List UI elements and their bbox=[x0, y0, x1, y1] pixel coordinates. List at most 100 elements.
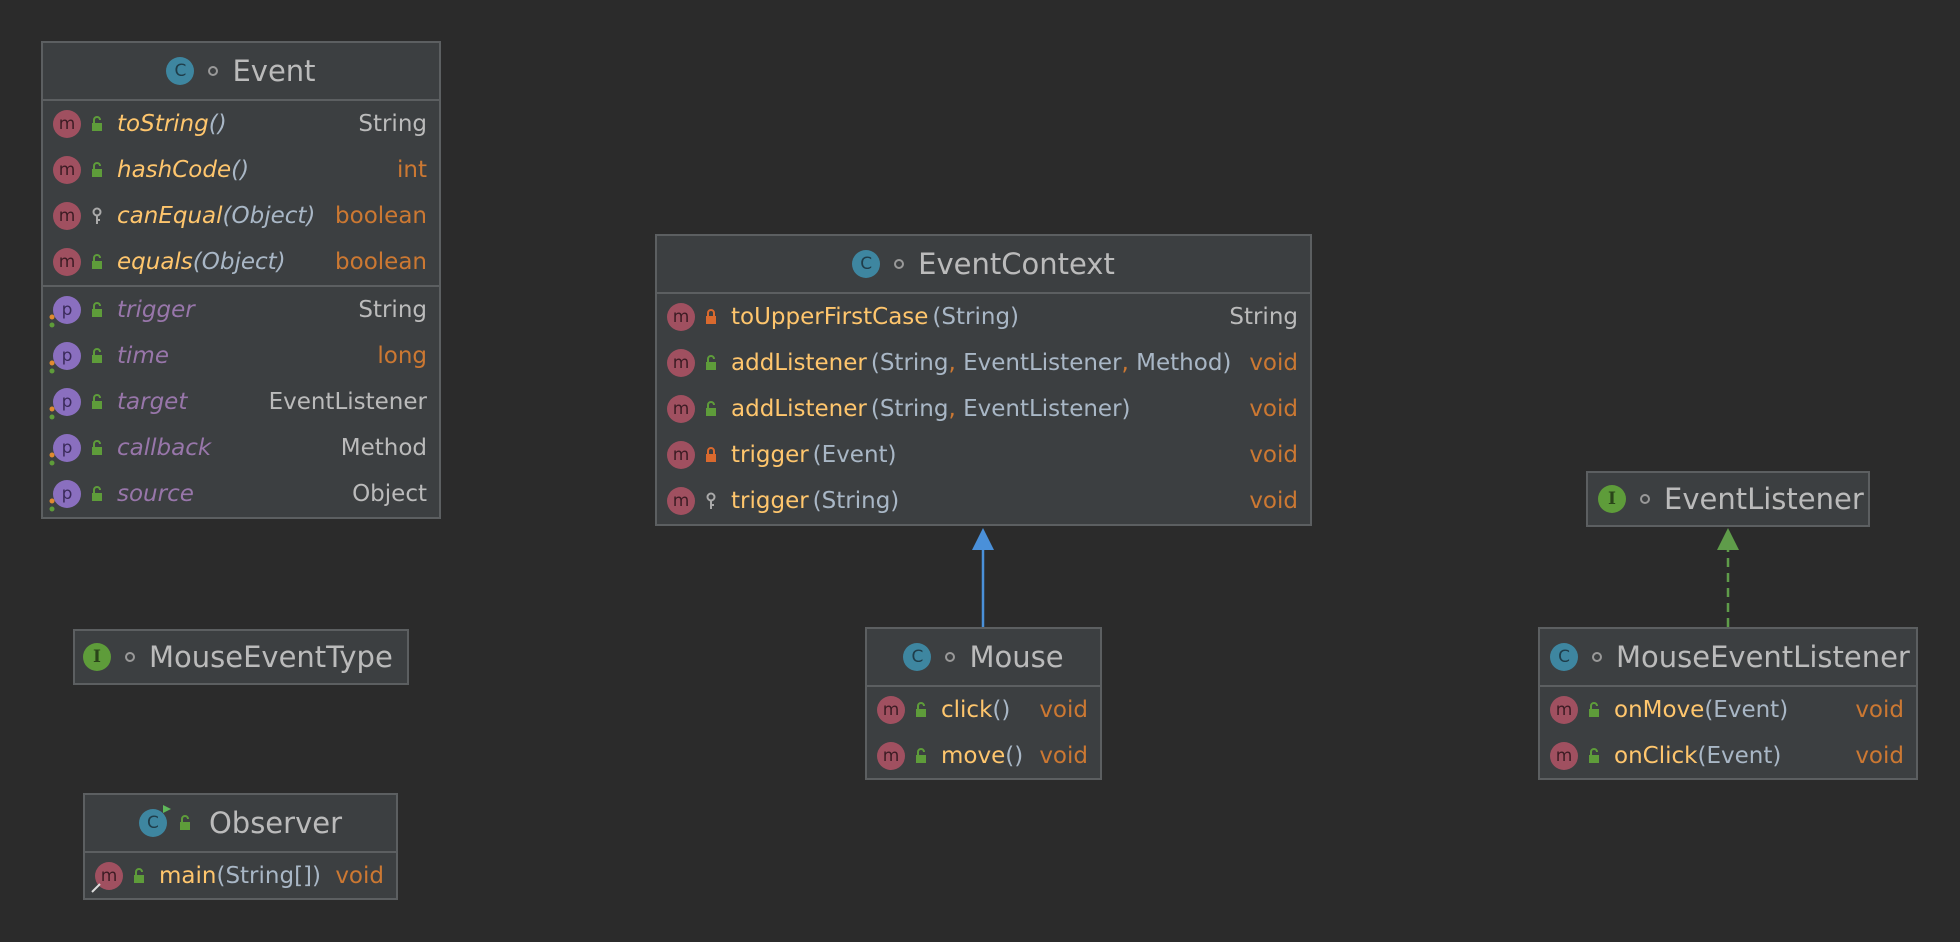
method-row[interactable]: m hashCode () int bbox=[43, 147, 439, 193]
open-lock-icon bbox=[89, 393, 105, 411]
method-row[interactable]: m trigger (Event) void bbox=[657, 432, 1310, 478]
class-node-mouse[interactable]: C Mouse m click () void m move () void bbox=[865, 627, 1102, 780]
method-name: equals bbox=[117, 249, 193, 275]
class-header: C Observer bbox=[85, 795, 396, 853]
open-lock-icon bbox=[89, 301, 105, 319]
interface-icon: I bbox=[83, 643, 111, 671]
lock-icon bbox=[703, 308, 719, 326]
getter-marker-icon bbox=[48, 308, 56, 328]
method-row[interactable]: m click () void bbox=[867, 687, 1100, 733]
property-row[interactable]: p target EventListener bbox=[43, 379, 439, 425]
class-name: MouseEventListener bbox=[1616, 640, 1910, 674]
getter-marker-icon bbox=[48, 354, 56, 374]
method-icon: m bbox=[53, 156, 81, 184]
open-lock-icon bbox=[177, 814, 193, 832]
open-lock-icon bbox=[89, 161, 105, 179]
realization-arrow-mouseeventlistener-eventlistener[interactable] bbox=[1717, 528, 1739, 627]
key-icon bbox=[703, 492, 719, 510]
return-type: String bbox=[1229, 304, 1298, 330]
open-lock-icon bbox=[89, 253, 105, 271]
property-type: long bbox=[377, 343, 427, 369]
method-icon: m bbox=[53, 248, 81, 276]
method-row[interactable]: m equals (Object) boolean bbox=[43, 239, 439, 285]
method-name: onClick bbox=[1614, 743, 1698, 769]
property-row[interactable]: p trigger String bbox=[43, 285, 439, 333]
method-row[interactable]: m move () void bbox=[867, 733, 1100, 779]
class-name: EventContext bbox=[918, 247, 1115, 281]
method-row[interactable]: m trigger (String) void bbox=[657, 478, 1310, 524]
class-name: MouseEventType bbox=[149, 640, 393, 674]
method-icon: m bbox=[1550, 742, 1578, 770]
interface-node-mouse-event-type[interactable]: I MouseEventType bbox=[73, 629, 409, 685]
method-row[interactable]: m onMove (Event) void bbox=[1540, 687, 1916, 733]
property-row[interactable]: p time long bbox=[43, 333, 439, 379]
property-row[interactable]: p callback Method bbox=[43, 425, 439, 471]
return-type: void bbox=[1855, 697, 1904, 723]
inheritance-arrow-mouse-eventcontext[interactable] bbox=[972, 528, 994, 627]
package-dot-icon bbox=[894, 259, 905, 269]
method-row[interactable]: m main (String[]) void bbox=[85, 853, 396, 899]
package-dot-icon bbox=[1640, 494, 1650, 504]
method-params: (String) bbox=[932, 304, 1020, 330]
method-name: main bbox=[159, 863, 217, 889]
method-row[interactable]: m onClick (Event) void bbox=[1540, 733, 1916, 779]
class-node-event-context[interactable]: C EventContext m toUpperFirstCase (Strin… bbox=[655, 234, 1312, 526]
method-row[interactable]: m addListener (String, EventListener) vo… bbox=[657, 386, 1310, 432]
method-icon: m bbox=[667, 487, 695, 515]
class-node-event[interactable]: C Event m toString () String m hashCode … bbox=[41, 41, 441, 519]
method-name: click bbox=[941, 697, 993, 723]
open-lock-icon bbox=[913, 701, 929, 719]
class-header: C MouseEventListener bbox=[1540, 629, 1916, 687]
return-type: String bbox=[358, 111, 427, 137]
method-row[interactable]: m toUpperFirstCase (String) String bbox=[657, 294, 1310, 340]
runnable-class-icon: C bbox=[138, 805, 171, 837]
property-icon: p bbox=[53, 480, 81, 508]
class-node-observer[interactable]: C Observer m main (String[]) void bbox=[83, 793, 398, 900]
property-name: callback bbox=[117, 435, 212, 461]
class-header: I MouseEventType bbox=[75, 631, 407, 683]
method-params: () bbox=[208, 111, 227, 137]
method-params: () bbox=[231, 157, 250, 183]
method-name: onMove bbox=[1614, 697, 1705, 723]
open-lock-icon bbox=[89, 347, 105, 365]
method-icon: m bbox=[667, 349, 695, 377]
package-dot-icon bbox=[125, 652, 135, 662]
getter-marker-icon bbox=[48, 492, 56, 512]
package-dot-icon bbox=[208, 66, 219, 76]
return-type: void bbox=[1039, 697, 1088, 723]
method-params: (String) bbox=[812, 488, 900, 514]
method-icon: m bbox=[667, 441, 695, 469]
return-type: void bbox=[1249, 442, 1298, 468]
class-icon: C bbox=[166, 57, 195, 85]
getter-marker-icon bbox=[48, 400, 56, 420]
property-name: target bbox=[117, 389, 188, 415]
class-name: EventListener bbox=[1664, 482, 1864, 516]
method-row[interactable]: m canEqual (Object) boolean bbox=[43, 193, 439, 239]
package-dot-icon bbox=[945, 652, 956, 662]
class-icon: C bbox=[1550, 643, 1578, 671]
interface-node-event-listener[interactable]: I EventListener bbox=[1586, 471, 1870, 527]
class-header: C EventContext bbox=[657, 236, 1310, 294]
return-type: boolean bbox=[335, 249, 427, 275]
method-row[interactable]: m addListener (String, EventListener, Me… bbox=[657, 340, 1310, 386]
return-type: void bbox=[1249, 488, 1298, 514]
method-params: (Object) bbox=[222, 203, 316, 229]
method-row[interactable]: m toString () String bbox=[43, 101, 439, 147]
lock-icon bbox=[703, 446, 719, 464]
method-icon: m bbox=[667, 303, 695, 331]
open-lock-icon bbox=[89, 485, 105, 503]
method-params: (Event) bbox=[1704, 697, 1789, 723]
method-params: (Event) bbox=[1697, 743, 1782, 769]
method-icon: m bbox=[53, 110, 81, 138]
method-name: trigger bbox=[731, 488, 809, 514]
class-name: Observer bbox=[208, 806, 343, 840]
property-row[interactable]: p source Object bbox=[43, 471, 439, 517]
class-icon: C bbox=[852, 250, 881, 278]
return-type: int bbox=[397, 157, 427, 183]
class-name: Mouse bbox=[969, 640, 1064, 674]
return-type: void bbox=[1039, 743, 1088, 769]
class-node-mouse-event-listener[interactable]: C MouseEventListener m onMove (Event) vo… bbox=[1538, 627, 1918, 780]
property-type: String bbox=[358, 297, 427, 323]
method-params: (Object) bbox=[192, 249, 286, 275]
return-type: boolean bbox=[335, 203, 427, 229]
